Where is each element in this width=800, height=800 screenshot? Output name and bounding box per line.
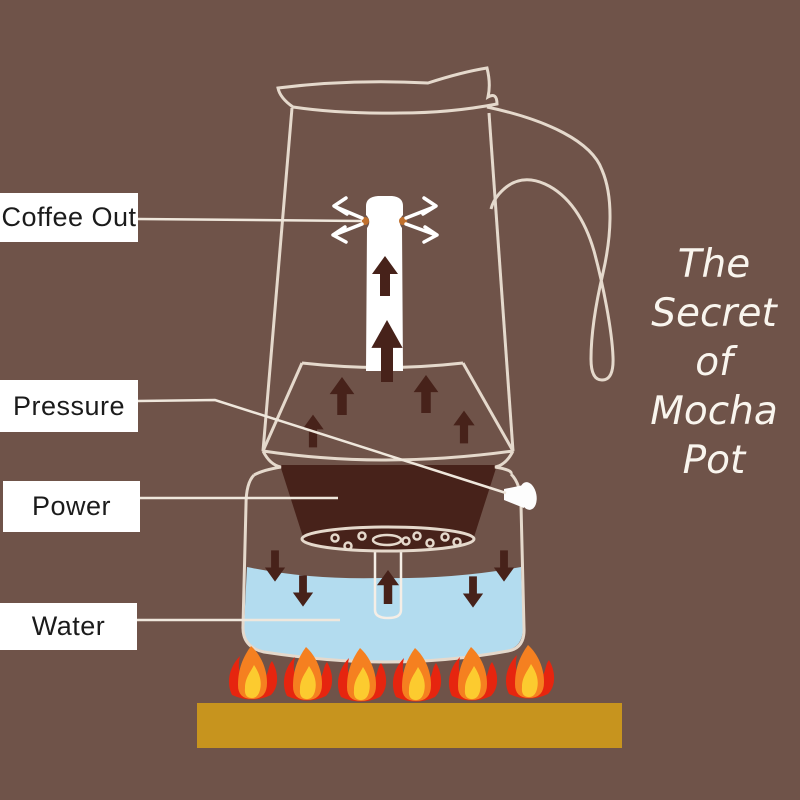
side-title: The Secret of Mocha Pot	[628, 240, 800, 485]
leader-lines	[137, 217, 507, 622]
label-water: Water	[0, 603, 137, 650]
flame-icon	[505, 645, 555, 699]
coffee-out-line	[137, 217, 363, 223]
steam-arrow-icon	[404, 196, 438, 220]
up-arrow-icon	[329, 377, 355, 415]
label-coffee-out-text: Coffee Out	[1, 202, 137, 232]
body-left-edge	[261, 107, 294, 452]
pressure-line	[137, 398, 507, 495]
safety-valve-icon	[504, 482, 537, 510]
side-title-line: The	[677, 242, 751, 287]
steam-arrow-icon	[331, 222, 364, 244]
label-power-text: Power	[31, 491, 112, 521]
funnel-tube-outline	[373, 548, 403, 620]
side-title-line: Pot	[682, 438, 746, 483]
handle-outline	[486, 105, 615, 382]
filter-holes	[330, 531, 462, 551]
steam-arrow-icon	[332, 196, 364, 220]
water-fill	[243, 567, 523, 661]
filter-center-hole	[371, 533, 403, 547]
up-arrow-icon	[453, 410, 475, 444]
side-title-line: of	[695, 340, 733, 385]
lid-outline	[276, 66, 499, 115]
coffee-basket	[280, 465, 497, 547]
steam-arrow-icons	[331, 196, 439, 244]
label-power: Power	[3, 481, 140, 532]
side-title-line: Secret	[651, 291, 777, 336]
collector-funnel-outline	[253, 361, 515, 477]
boiler-outline	[241, 472, 526, 664]
label-pressure: Pressure	[0, 380, 138, 432]
label-pressure-text: Pressure	[12, 390, 126, 421]
label-water-text: Water	[31, 611, 106, 641]
up-arrow-icon	[413, 375, 439, 413]
stove-base	[197, 703, 622, 748]
body-right-edge	[487, 112, 515, 452]
steam-arrow-icon	[404, 222, 439, 244]
side-title-line: Mocha	[650, 389, 778, 434]
label-coffee-out: Coffee Out	[0, 193, 138, 242]
